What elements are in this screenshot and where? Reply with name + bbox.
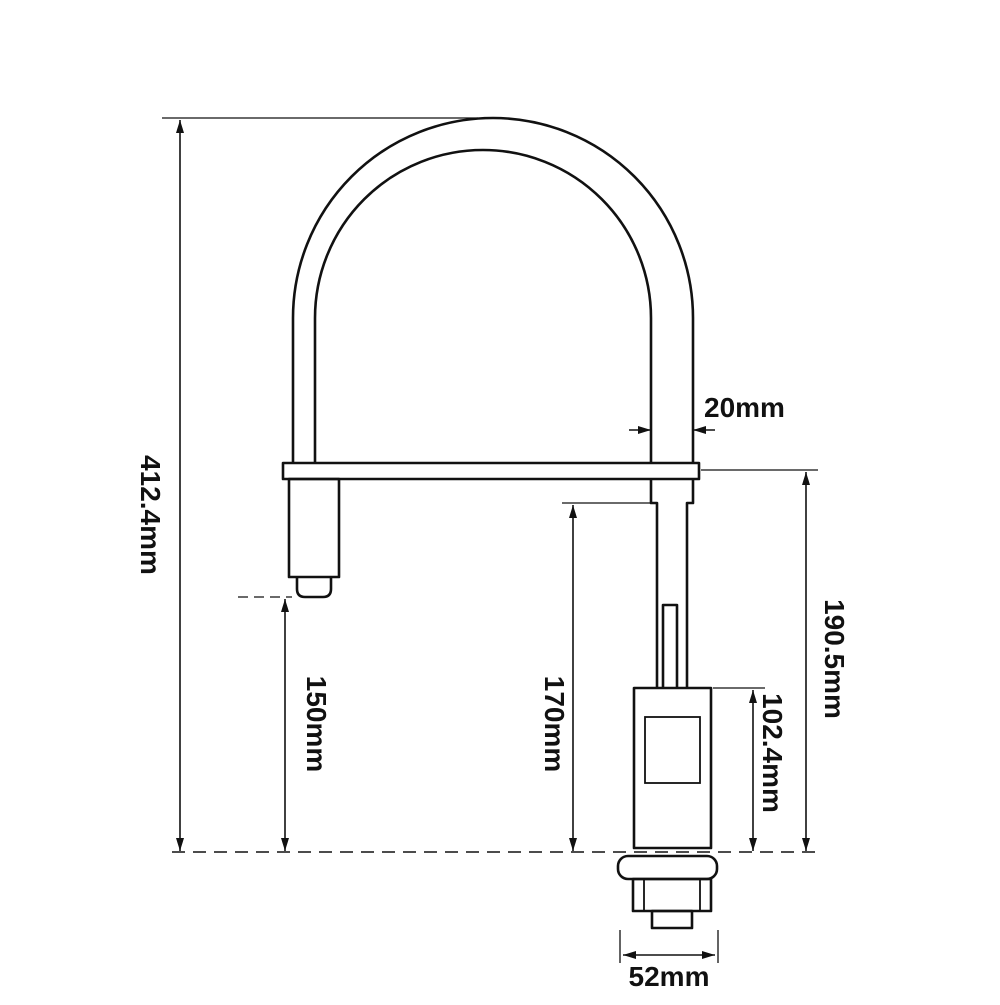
label-base-width: 52mm [629, 961, 710, 992]
faucet-outline [281, 116, 719, 930]
shank-nut [650, 909, 694, 930]
sprayer-head [287, 477, 341, 579]
sprayer-tip [295, 577, 333, 599]
handle-lever [661, 603, 679, 688]
dimension-labels: 412.4mm 150mm 170mm 190.5mm 102.4mm 20mm… [135, 392, 850, 992]
support-bar [281, 461, 701, 481]
label-spout-width: 20mm [704, 392, 785, 423]
neck-tube [649, 479, 695, 688]
spout-outer-arc [291, 116, 695, 463]
extension-lines [162, 117, 818, 963]
spout-inner-arc [313, 148, 653, 463]
dimension-lines [176, 120, 810, 959]
faucet-body [632, 686, 713, 850]
mounting-flange [616, 854, 719, 881]
shank-detail-lines [643, 879, 701, 911]
label-body-height: 102.4mm [757, 693, 788, 813]
body-detail-panel [644, 716, 701, 784]
label-spout-to-deck: 190.5mm [819, 599, 850, 719]
label-neck-height: 170mm [539, 676, 570, 773]
label-total-height: 412.4mm [135, 455, 166, 575]
label-sprayer-clearance: 150mm [301, 676, 332, 773]
